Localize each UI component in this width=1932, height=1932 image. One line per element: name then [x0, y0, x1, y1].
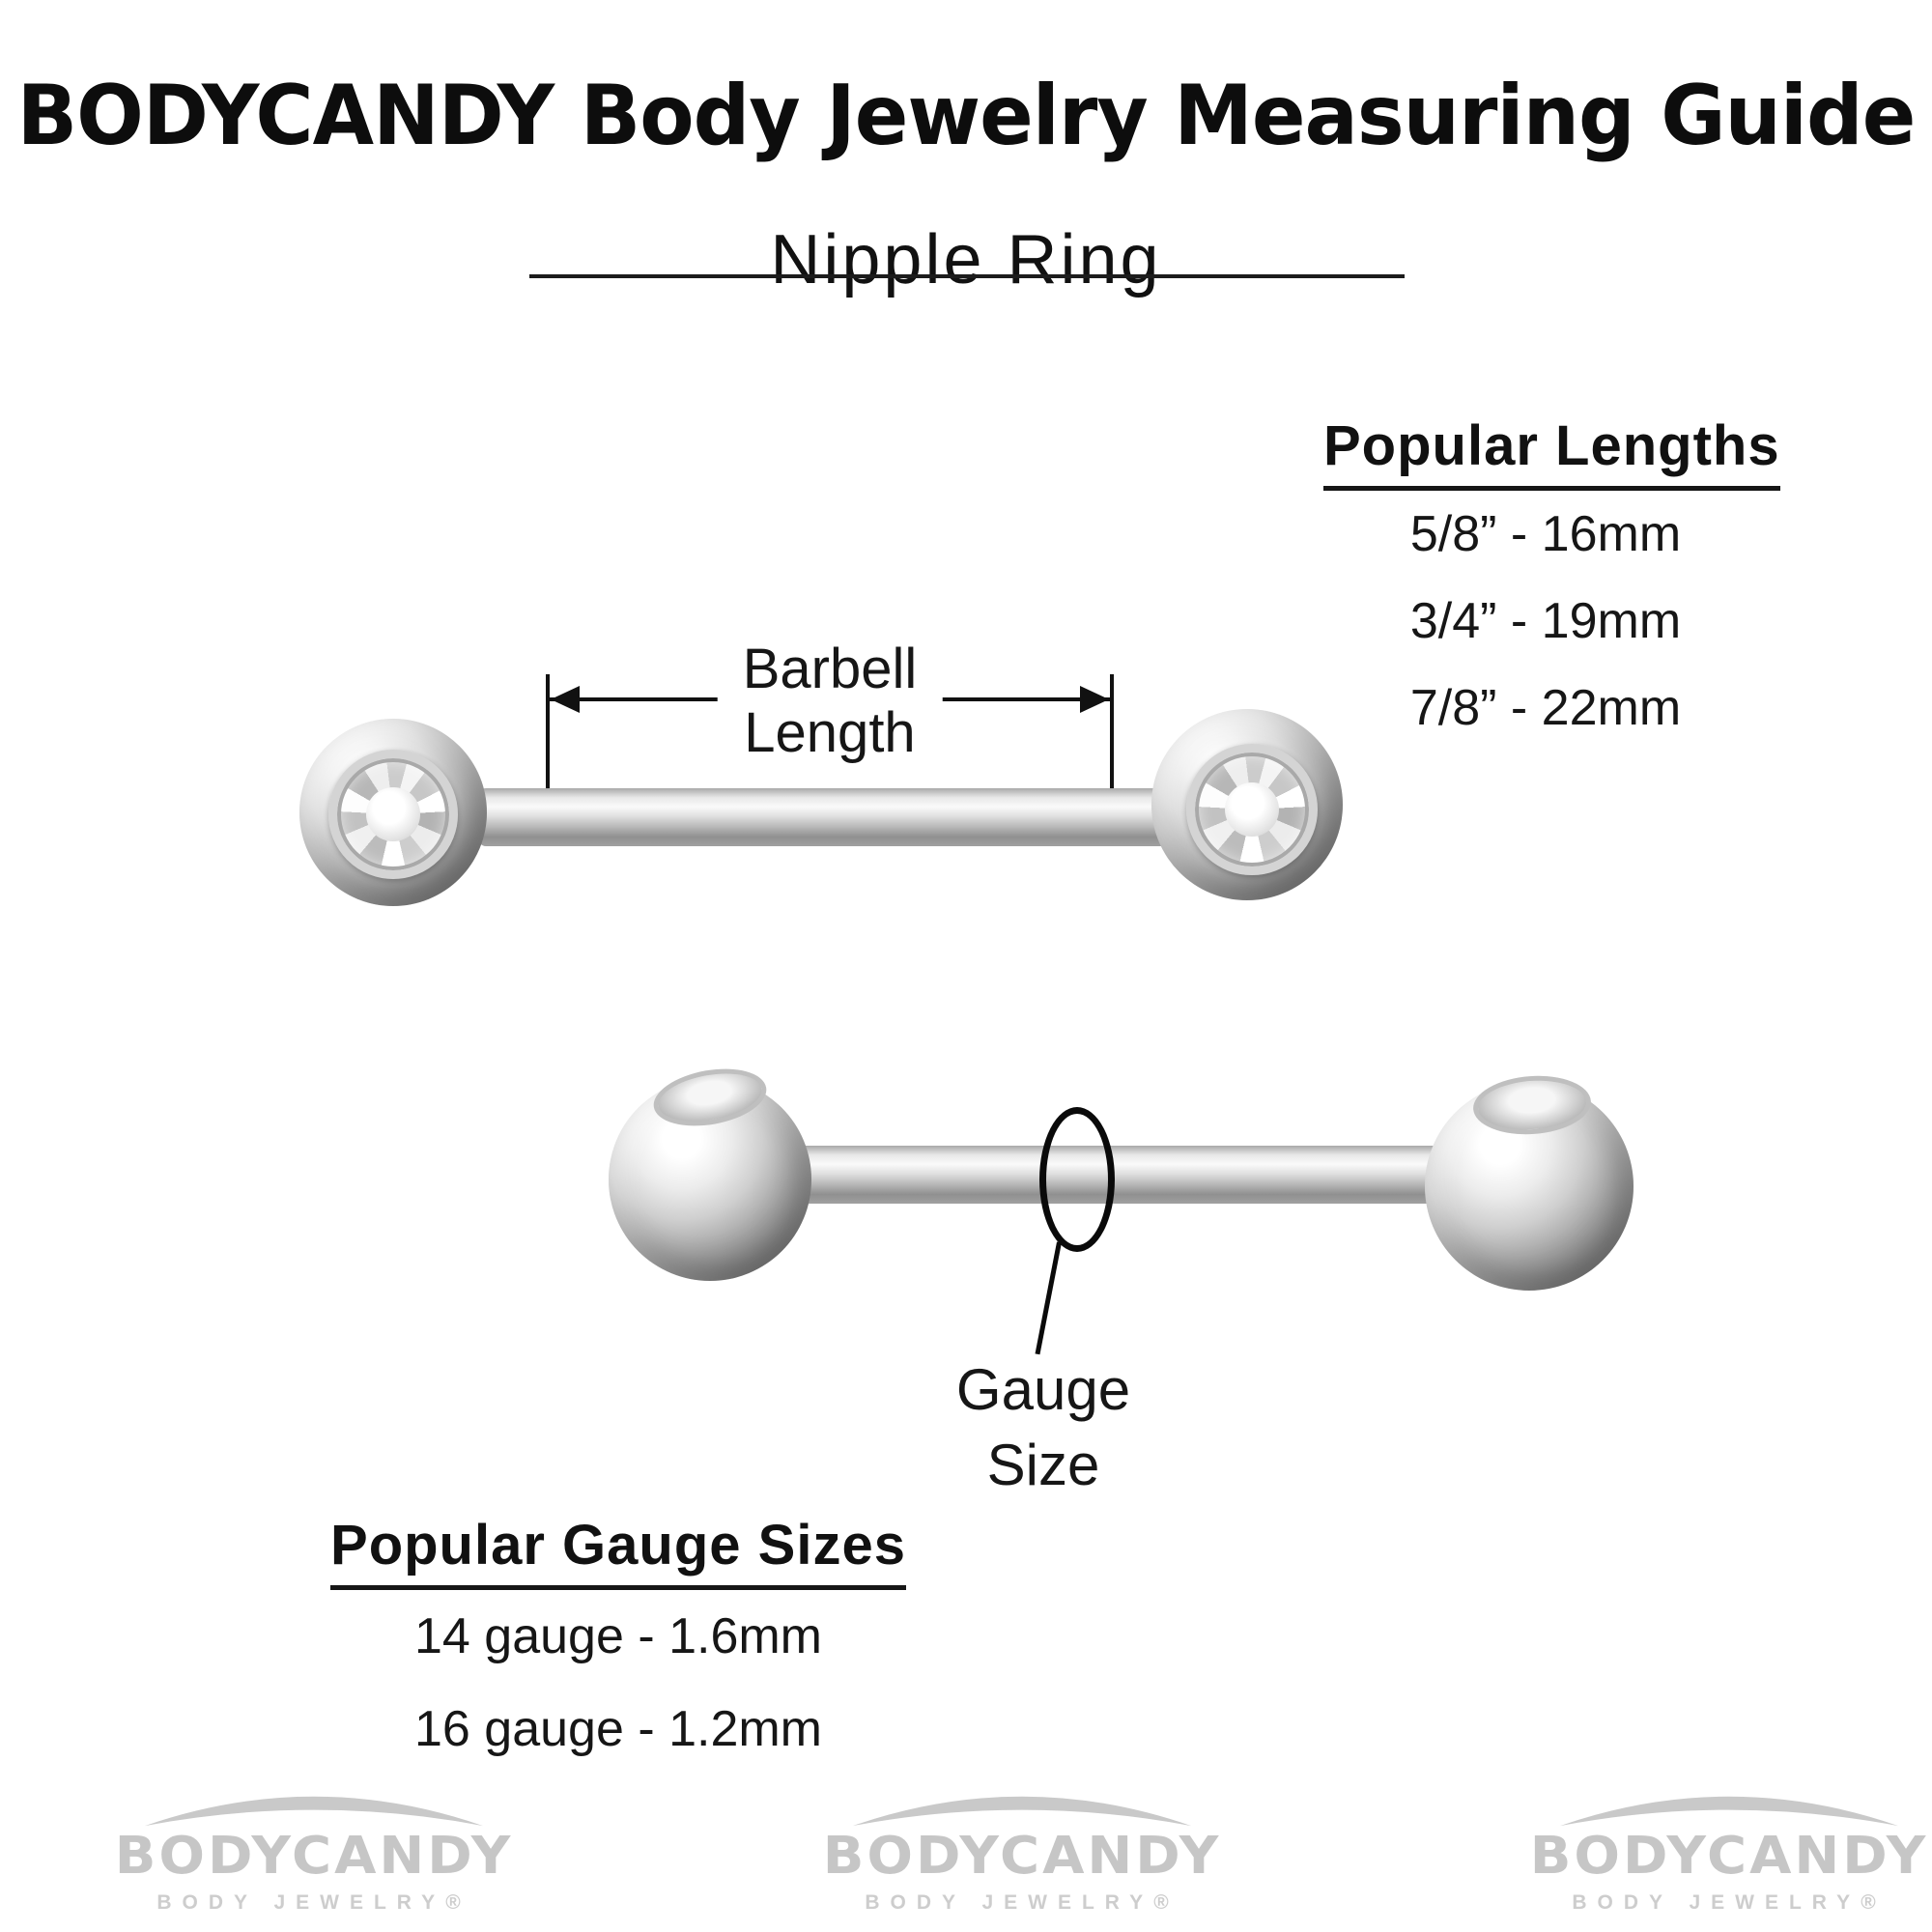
logo-subtext: BODY JEWELRY®: [865, 1891, 1179, 1914]
popular-gauges-section: Popular Gauge Sizes 14 gauge - 1.6mm 16 …: [328, 1513, 908, 1776]
gauge-size-item: 14 gauge - 1.6mm: [413, 1608, 823, 1664]
popular-lengths-heading: Popular Lengths: [1323, 413, 1780, 491]
barbell-length-annotation: Barbell Length: [546, 638, 1114, 794]
logo-wordmark: BODYCANDY: [822, 1826, 1222, 1887]
length-item: 7/8” - 22mm: [1409, 680, 1682, 736]
barbell-ball-left: [299, 719, 487, 906]
logo-subtext: BODY JEWELRY®: [156, 1891, 471, 1914]
barbell-length-label-line2: Length: [744, 701, 916, 764]
gauge-circle-annotation: [1039, 1107, 1115, 1252]
measure-tick-right: [1110, 674, 1114, 794]
gauge-size-label-line2: Size: [986, 1433, 1100, 1497]
gauge-size-label-line1: Gauge: [955, 1357, 1131, 1422]
page-subtitle: Nipple Ring: [770, 220, 1162, 298]
bodycandy-logo: BODYCANDY BODY JEWELRY®: [111, 1782, 517, 1927]
barbell-side-view: [609, 1061, 1642, 1294]
measure-tick-left: [546, 674, 550, 794]
gem-top-icon: [1471, 1071, 1593, 1139]
logo-swoosh-icon: [852, 1796, 1192, 1827]
arrow-right-icon: [1080, 686, 1109, 713]
gem-icon: [328, 750, 458, 879]
gauge-size-item: 16 gauge - 1.2mm: [413, 1701, 823, 1757]
logo-swoosh-icon: [144, 1796, 484, 1827]
barbell-shaft: [478, 788, 1251, 846]
barbell-ball-left: [609, 1061, 811, 1281]
gem-icon: [1186, 744, 1318, 875]
length-item: 5/8” - 16mm: [1409, 506, 1682, 562]
gauge-size-label: Gauge Size: [889, 1352, 1198, 1503]
bodycandy-logo: BODYCANDY BODY JEWELRY®: [819, 1782, 1225, 1927]
barbell-length-label-line1: Barbell: [742, 638, 918, 700]
arrow-left-icon: [551, 686, 580, 713]
logo-swoosh-icon: [1559, 1796, 1899, 1827]
logo-wordmark: BODYCANDY: [1529, 1826, 1929, 1887]
bodycandy-logo: BODYCANDY BODY JEWELRY®: [1526, 1782, 1932, 1927]
logo-wordmark: BODYCANDY: [114, 1826, 514, 1887]
popular-lengths-section: Popular Lengths 5/8” - 16mm 3/4” - 19mm …: [1323, 413, 1780, 752]
gem-top-icon: [649, 1061, 771, 1134]
barbell-front-view: [299, 705, 1343, 918]
logo-subtext: BODY JEWELRY®: [1572, 1891, 1887, 1914]
popular-gauges-heading: Popular Gauge Sizes: [330, 1513, 906, 1590]
barbell-ball-right: [1151, 709, 1343, 900]
length-item: 3/4” - 19mm: [1409, 593, 1682, 649]
barbell-ball-right: [1425, 1071, 1634, 1291]
page-title: BODYCANDY Body Jewelry Measuring Guide: [16, 69, 1917, 164]
barbell-length-label: Barbell Length: [717, 638, 943, 765]
subtitle-underline: [529, 274, 1405, 278]
